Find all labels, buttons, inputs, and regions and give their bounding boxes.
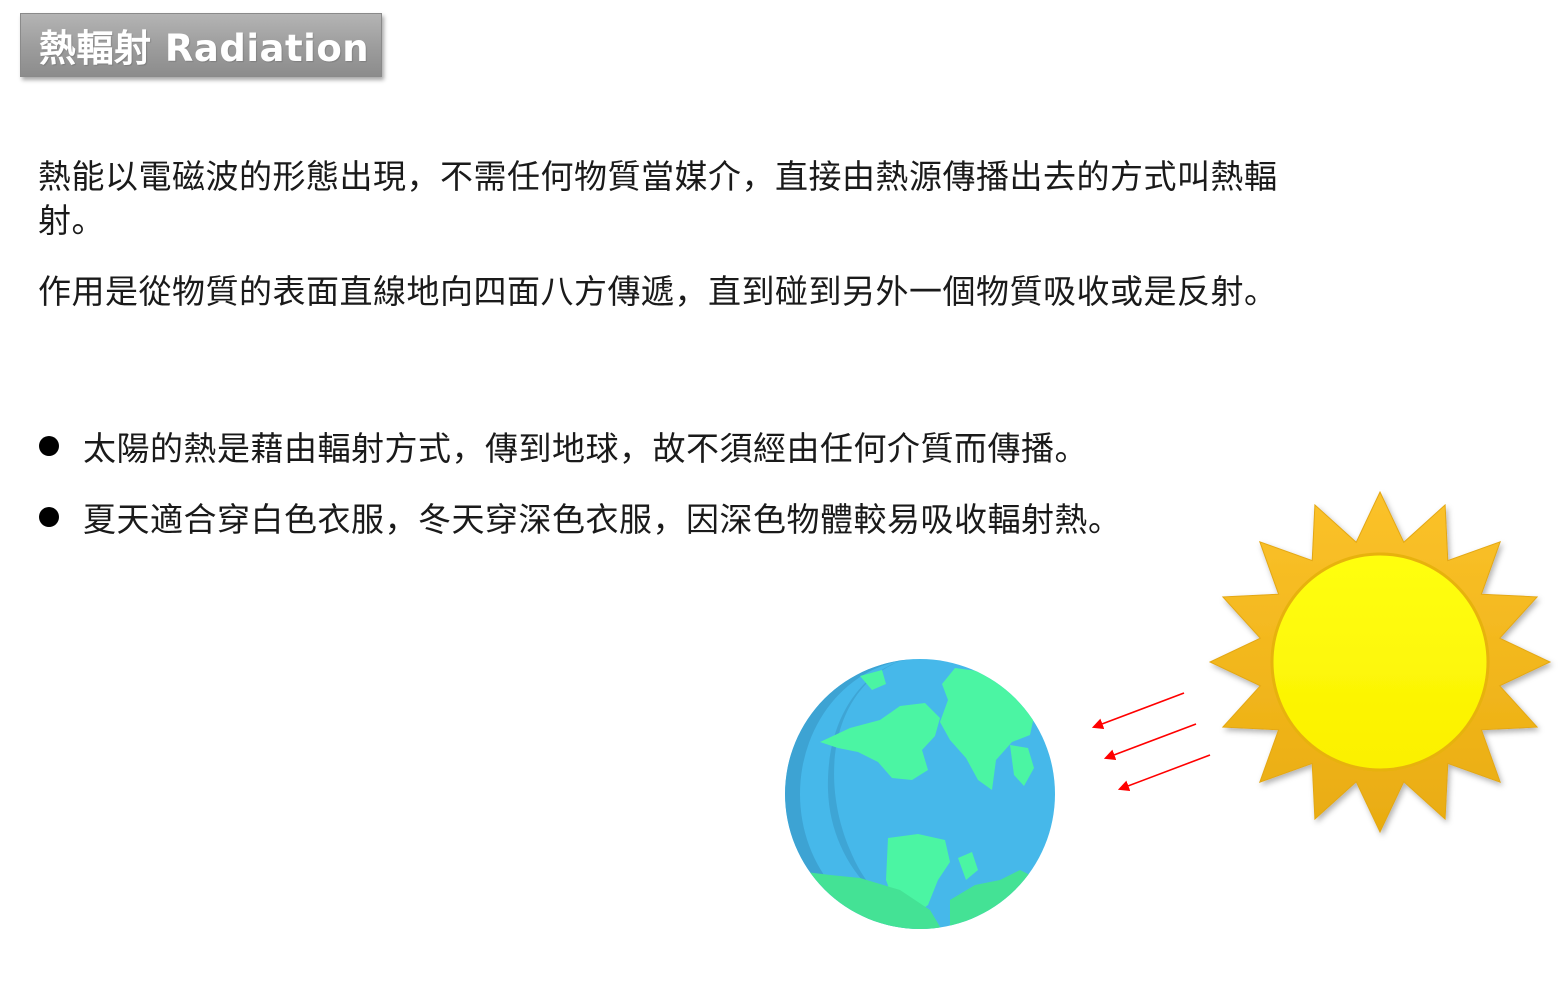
paragraph-definition: 熱能以電磁波的形態出現，不需任何物質當媒介，直接由熱源傳播出去的方式叫熱輻射。	[38, 157, 1278, 240]
bullet-dot-icon	[39, 436, 59, 456]
list-item: 夏天適合穿白色衣服，冬天穿深色衣服，因深色物體較易吸收輻射熱。	[36, 491, 1286, 543]
radiation-arrow-icon	[1091, 692, 1211, 792]
paragraph-propagation: 作用是從物質的表面直線地向四面八方傳遞，直到碰到另外一個物質吸收或是反射。	[38, 272, 1278, 311]
list-item: 太陽的熱是藉由輻射方式，傳到地球，故不須經由任何介質而傳播。	[36, 420, 1286, 472]
bullet-dot-icon	[39, 507, 59, 527]
slide-title: 熱輻射 Radiation	[20, 13, 382, 77]
bullet-text: 太陽的熱是藉由輻射方式，傳到地球，故不須經由任何介質而傳播。	[83, 429, 1088, 468]
sun-icon	[1208, 490, 1552, 834]
earth-icon	[785, 659, 1055, 929]
bullet-text: 夏天適合穿白色衣服，冬天穿深色衣服，因深色物體較易吸收輻射熱。	[83, 500, 1122, 539]
bullet-list: 太陽的熱是藉由輻射方式，傳到地球，故不須經由任何介質而傳播。 夏天適合穿白色衣服…	[36, 420, 1286, 562]
